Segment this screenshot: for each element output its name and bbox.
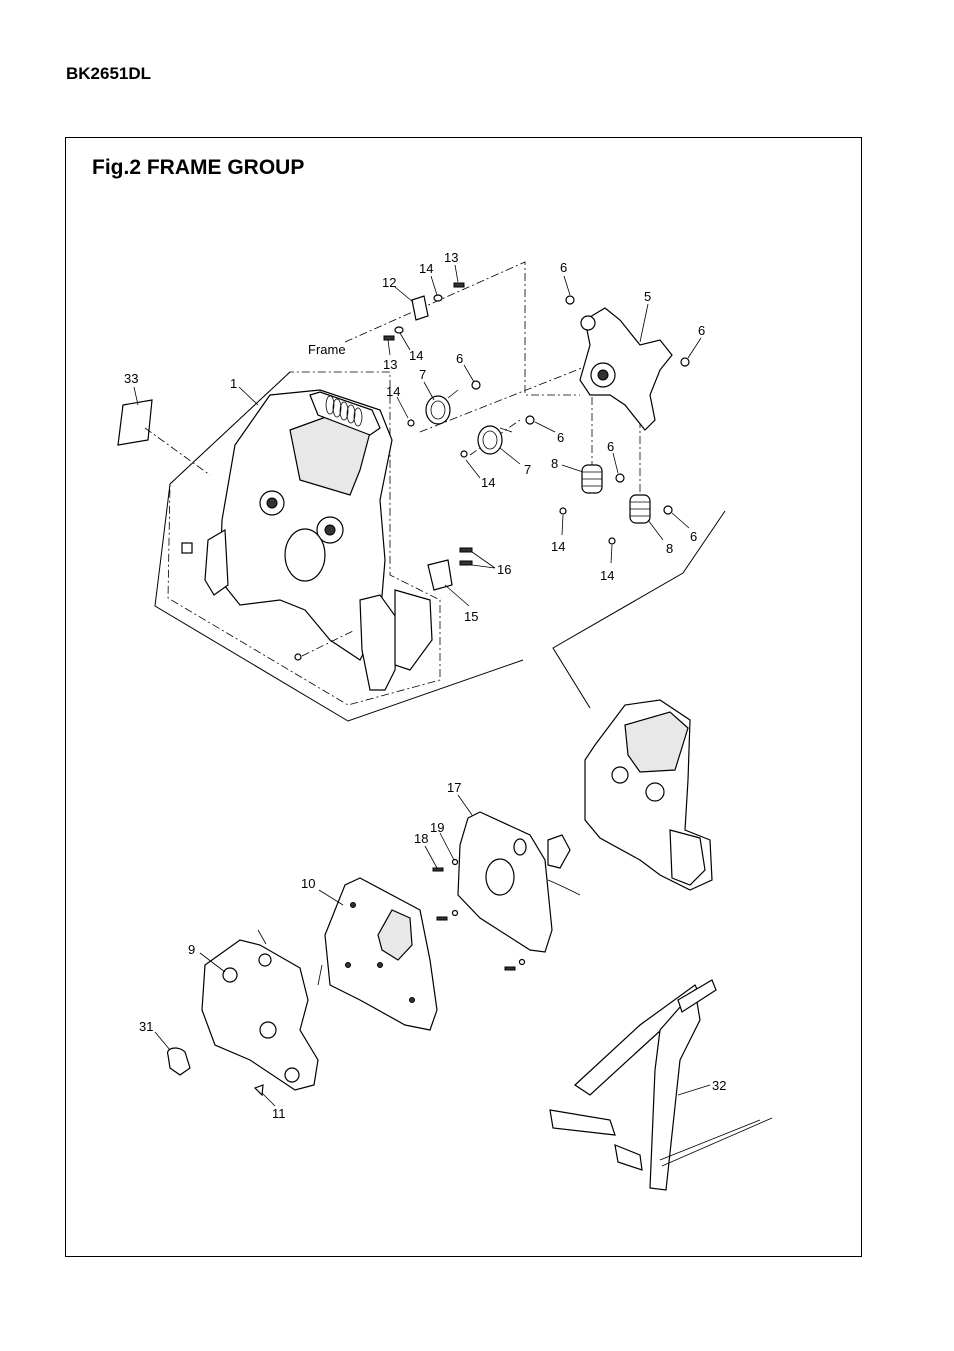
callout-6: 6: [560, 260, 567, 275]
frame-note: Frame: [308, 342, 346, 357]
pin-11: [253, 1084, 264, 1097]
square-nut: [181, 542, 193, 554]
spring-8-left: [581, 464, 603, 494]
callout-14: 14: [551, 539, 565, 554]
callout-6: 6: [607, 439, 614, 454]
fuel-tank: [457, 811, 581, 953]
label-plate: [117, 399, 153, 446]
callout-14: 14: [419, 261, 433, 276]
callout-15: 15: [464, 609, 478, 624]
callout-11: 11: [272, 1106, 286, 1121]
callout-9: 9: [188, 942, 195, 957]
back-pad: [201, 939, 319, 1091]
callout-33: 33: [124, 371, 138, 386]
frame-spring-coils: [325, 395, 363, 427]
pivot-bracket: [579, 307, 673, 431]
callout-6: 6: [456, 351, 463, 366]
spring-8-right: [629, 494, 651, 524]
shoulder-harness: [549, 979, 773, 1191]
hose-piece: [257, 929, 267, 945]
cover-plate: [324, 877, 438, 1031]
callout-19: 19: [430, 820, 444, 835]
model-number: BK2651DL: [66, 64, 152, 83]
frame-nut: [294, 653, 302, 661]
callout-31: 31: [139, 1019, 153, 1034]
callout-7: 7: [419, 367, 426, 382]
callout-6: 6: [557, 430, 564, 445]
callout-10: 10: [301, 876, 315, 891]
spring-7-upper: [425, 389, 459, 425]
callout-13: 13: [444, 250, 458, 265]
callout-14: 14: [409, 348, 423, 363]
callout-8: 8: [666, 541, 673, 556]
callout-32: 32: [712, 1078, 726, 1093]
callout-6: 6: [698, 323, 705, 338]
callout-17: 17: [447, 780, 461, 795]
callout-1: 1: [230, 376, 237, 391]
spring-7-lower: [477, 425, 513, 455]
callout-numbers: 1 33 12 14 13 13 14 Frame 7 14 6 6 5 6 6…: [124, 250, 726, 1121]
callout-5: 5: [644, 289, 651, 304]
callout-14: 14: [481, 475, 495, 490]
figure-frame: [65, 137, 862, 1257]
fasteners: [383, 282, 690, 591]
assembled-frame-view: [584, 699, 713, 891]
callout-13: 13: [383, 357, 397, 372]
callout-8: 8: [551, 456, 558, 471]
callout-16: 16: [497, 562, 511, 577]
callout-14: 14: [386, 384, 400, 399]
callout-12: 12: [382, 275, 396, 290]
callout-7: 7: [524, 462, 531, 477]
tank-screws: [432, 858, 526, 971]
callout-18: 18: [414, 831, 428, 846]
clip-31: [166, 1047, 191, 1076]
leader-lines: [133, 264, 711, 1107]
callout-6: 6: [690, 529, 697, 544]
figure-title: Fig.2 FRAME GROUP: [92, 156, 305, 179]
callout-14: 14: [600, 568, 614, 583]
frame-assembly: [167, 371, 441, 706]
